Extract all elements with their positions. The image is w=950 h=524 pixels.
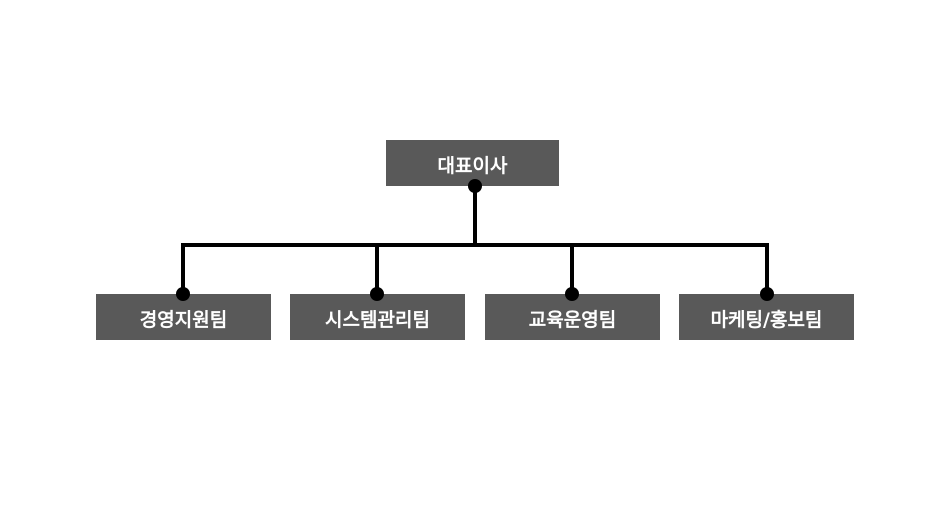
team-box-system-management: 시스템관리팀 [290, 294, 465, 340]
team-label: 경영지원팀 [139, 308, 228, 331]
ceo-box: 대표이사 [386, 140, 559, 186]
team-box-marketing-pr: 마케팅/홍보팀 [679, 294, 854, 340]
team-box-management-support: 경영지원팀 [96, 294, 271, 340]
team-label: 교육운영팀 [528, 308, 617, 331]
team-label: 시스템관리팀 [325, 308, 430, 331]
team-box-education-operations: 교육운영팀 [485, 294, 660, 340]
ceo-label: 대표이사 [437, 154, 508, 177]
team-label: 마케팅/홍보팀 [710, 308, 823, 331]
